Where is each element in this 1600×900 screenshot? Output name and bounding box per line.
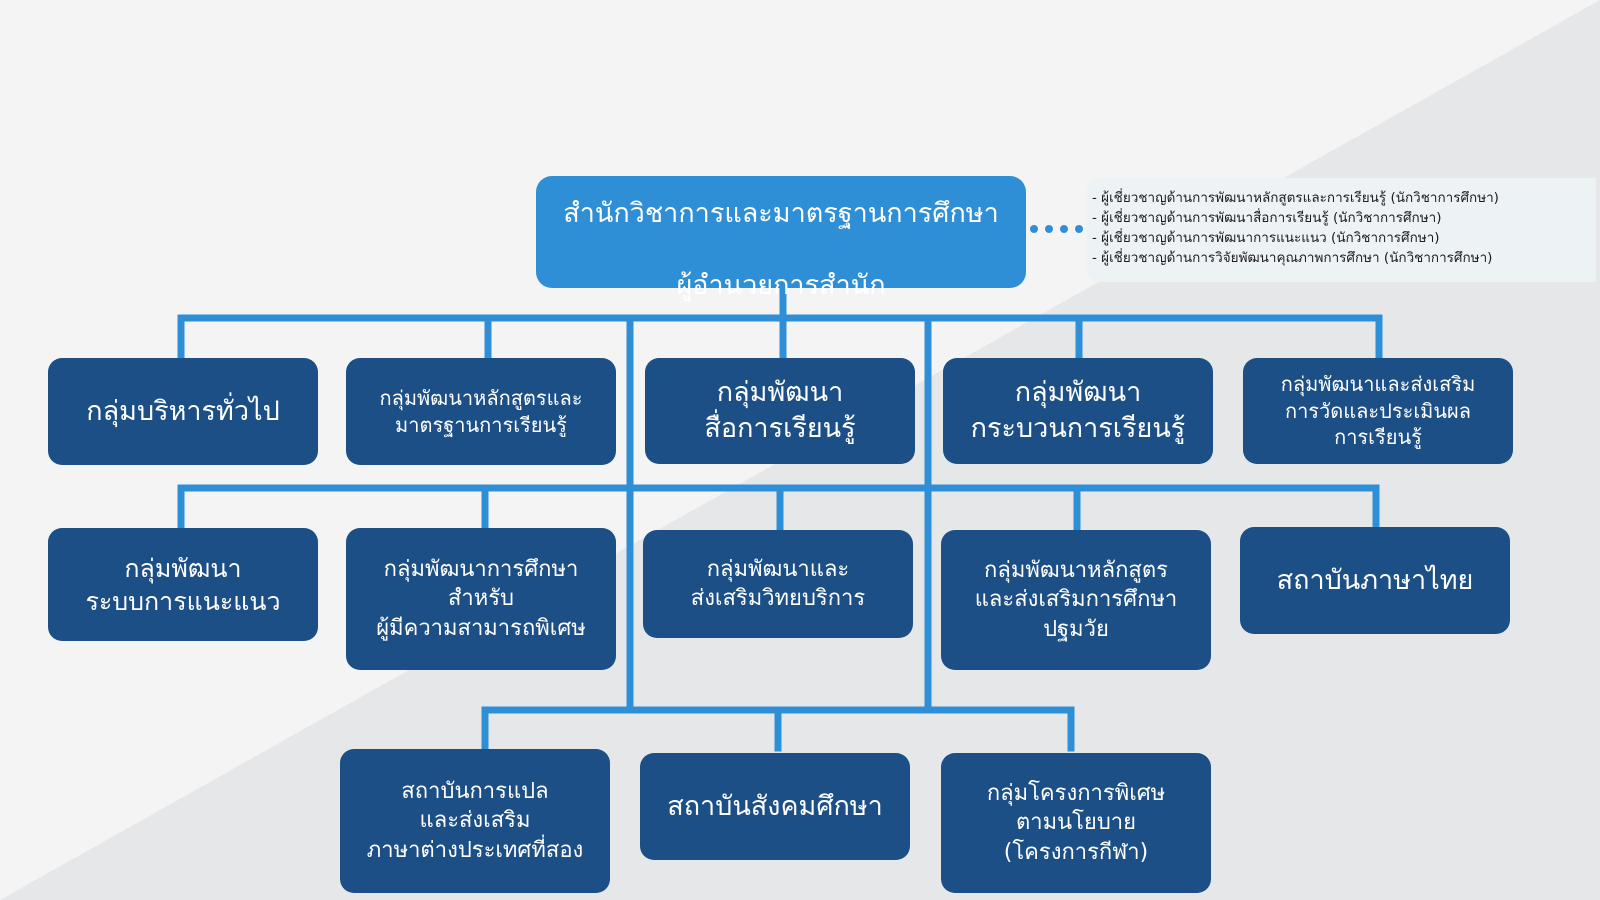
advisor-note-2: - ผู้เชี่ยวชาญด้านการพัฒนาสื่อการเรียนรู… xyxy=(1092,210,1442,226)
unit-label: กลุ่มบริหารทั่วไป xyxy=(86,395,280,427)
head-office-box[interactable]: สำนักวิชาการและมาตรฐานการศึกษา ผู้อำนวยก… xyxy=(536,176,1026,301)
unit-thai-language-institute[interactable]: สถาบันภาษาไทย xyxy=(1240,527,1510,634)
advisor-note-1: - ผู้เชี่ยวชาญด้านการพัฒนาหลักสูตรและการ… xyxy=(1092,190,1499,206)
unit-general-admin[interactable]: กลุ่มบริหารทั่วไป xyxy=(48,358,318,465)
advisor-note-3: - ผู้เชี่ยวชาญด้านการพัฒนาการแนะแนว (นัก… xyxy=(1092,230,1440,246)
unit-label: กลุ่มโครงการพิเศษ ตามนโยบาย (โครงการกีฬา… xyxy=(986,781,1166,865)
unit-label: กลุ่มพัฒนา กระบวนการเรียนรู้ xyxy=(970,377,1186,444)
unit-gifted-education[interactable]: กลุ่มพัฒนาการศึกษา สำหรับ ผู้มีความสามาร… xyxy=(346,528,616,670)
dot xyxy=(1060,225,1068,233)
head-office-subtitle: ผู้อำนวยการสำนัก xyxy=(676,269,886,301)
unit-translation-institute[interactable]: สถาบันการแปล และส่งเสริม ภาษาต่างประเทศท… xyxy=(340,749,610,893)
unit-label: กลุ่มพัฒนาการศึกษา สำหรับ ผู้มีความสามาร… xyxy=(376,557,586,641)
unit-label: กลุ่มพัฒนาและ ส่งเสริมวิทยบริการ xyxy=(690,556,866,611)
unit-label: กลุ่มพัฒนาหลักสูตรและ มาตรฐานการเรียนรู้ xyxy=(379,386,583,437)
unit-label: กลุ่มพัฒนา ระบบการแนะแนว xyxy=(85,553,281,616)
unit-library-services[interactable]: กลุ่มพัฒนาและ ส่งเสริมวิทยบริการ xyxy=(643,530,913,638)
unit-label: สถาบันสังคมศึกษา xyxy=(667,790,883,822)
advisor-note-4: - ผู้เชี่ยวชาญด้านการวิจัยพัฒนาคุณภาพการ… xyxy=(1092,250,1493,266)
unit-guidance-system[interactable]: กลุ่มพัฒนา ระบบการแนะแนว xyxy=(48,528,318,641)
dot xyxy=(1045,225,1053,233)
unit-early-childhood[interactable]: กลุ่มพัฒนาหลักสูตร และส่งเสริมการศึกษา ป… xyxy=(941,530,1211,670)
unit-label: กลุ่มพัฒนา สื่อการเรียนรู้ xyxy=(704,377,856,444)
unit-label: กลุ่มพัฒนาหลักสูตร และส่งเสริมการศึกษา ป… xyxy=(974,558,1178,642)
unit-learning-media[interactable]: กลุ่มพัฒนา สื่อการเรียนรู้ xyxy=(645,358,915,464)
advisor-notes: - ผู้เชี่ยวชาญด้านการพัฒนาหลักสูตรและการ… xyxy=(1086,178,1596,282)
unit-social-studies-institute[interactable]: สถาบันสังคมศึกษา xyxy=(640,753,910,860)
unit-label: สถาบันการแปล และส่งเสริม ภาษาต่างประเทศท… xyxy=(366,779,584,863)
unit-label: สถาบันภาษาไทย xyxy=(1276,564,1474,596)
dot xyxy=(1075,225,1083,233)
unit-special-projects[interactable]: กลุ่มโครงการพิเศษ ตามนโยบาย (โครงการกีฬา… xyxy=(941,753,1211,893)
head-office-title: สำนักวิชาการและมาตรฐานการศึกษา xyxy=(563,198,999,230)
unit-learning-process[interactable]: กลุ่มพัฒนา กระบวนการเรียนรู้ xyxy=(943,358,1213,464)
dot xyxy=(1030,225,1038,233)
unit-label: กลุ่มพัฒนาและส่งเสริม การวัดและประเมินผล… xyxy=(1280,372,1476,450)
advisor-link-dots xyxy=(1030,225,1083,233)
head-office-label: สำนักวิชาการและมาตรฐานการศึกษา ผู้อำนวยก… xyxy=(563,161,999,304)
unit-curriculum-standards[interactable]: กลุ่มพัฒนาหลักสูตรและ มาตรฐานการเรียนรู้ xyxy=(346,358,616,465)
unit-assessment[interactable]: กลุ่มพัฒนาและส่งเสริม การวัดและประเมินผล… xyxy=(1243,358,1513,464)
